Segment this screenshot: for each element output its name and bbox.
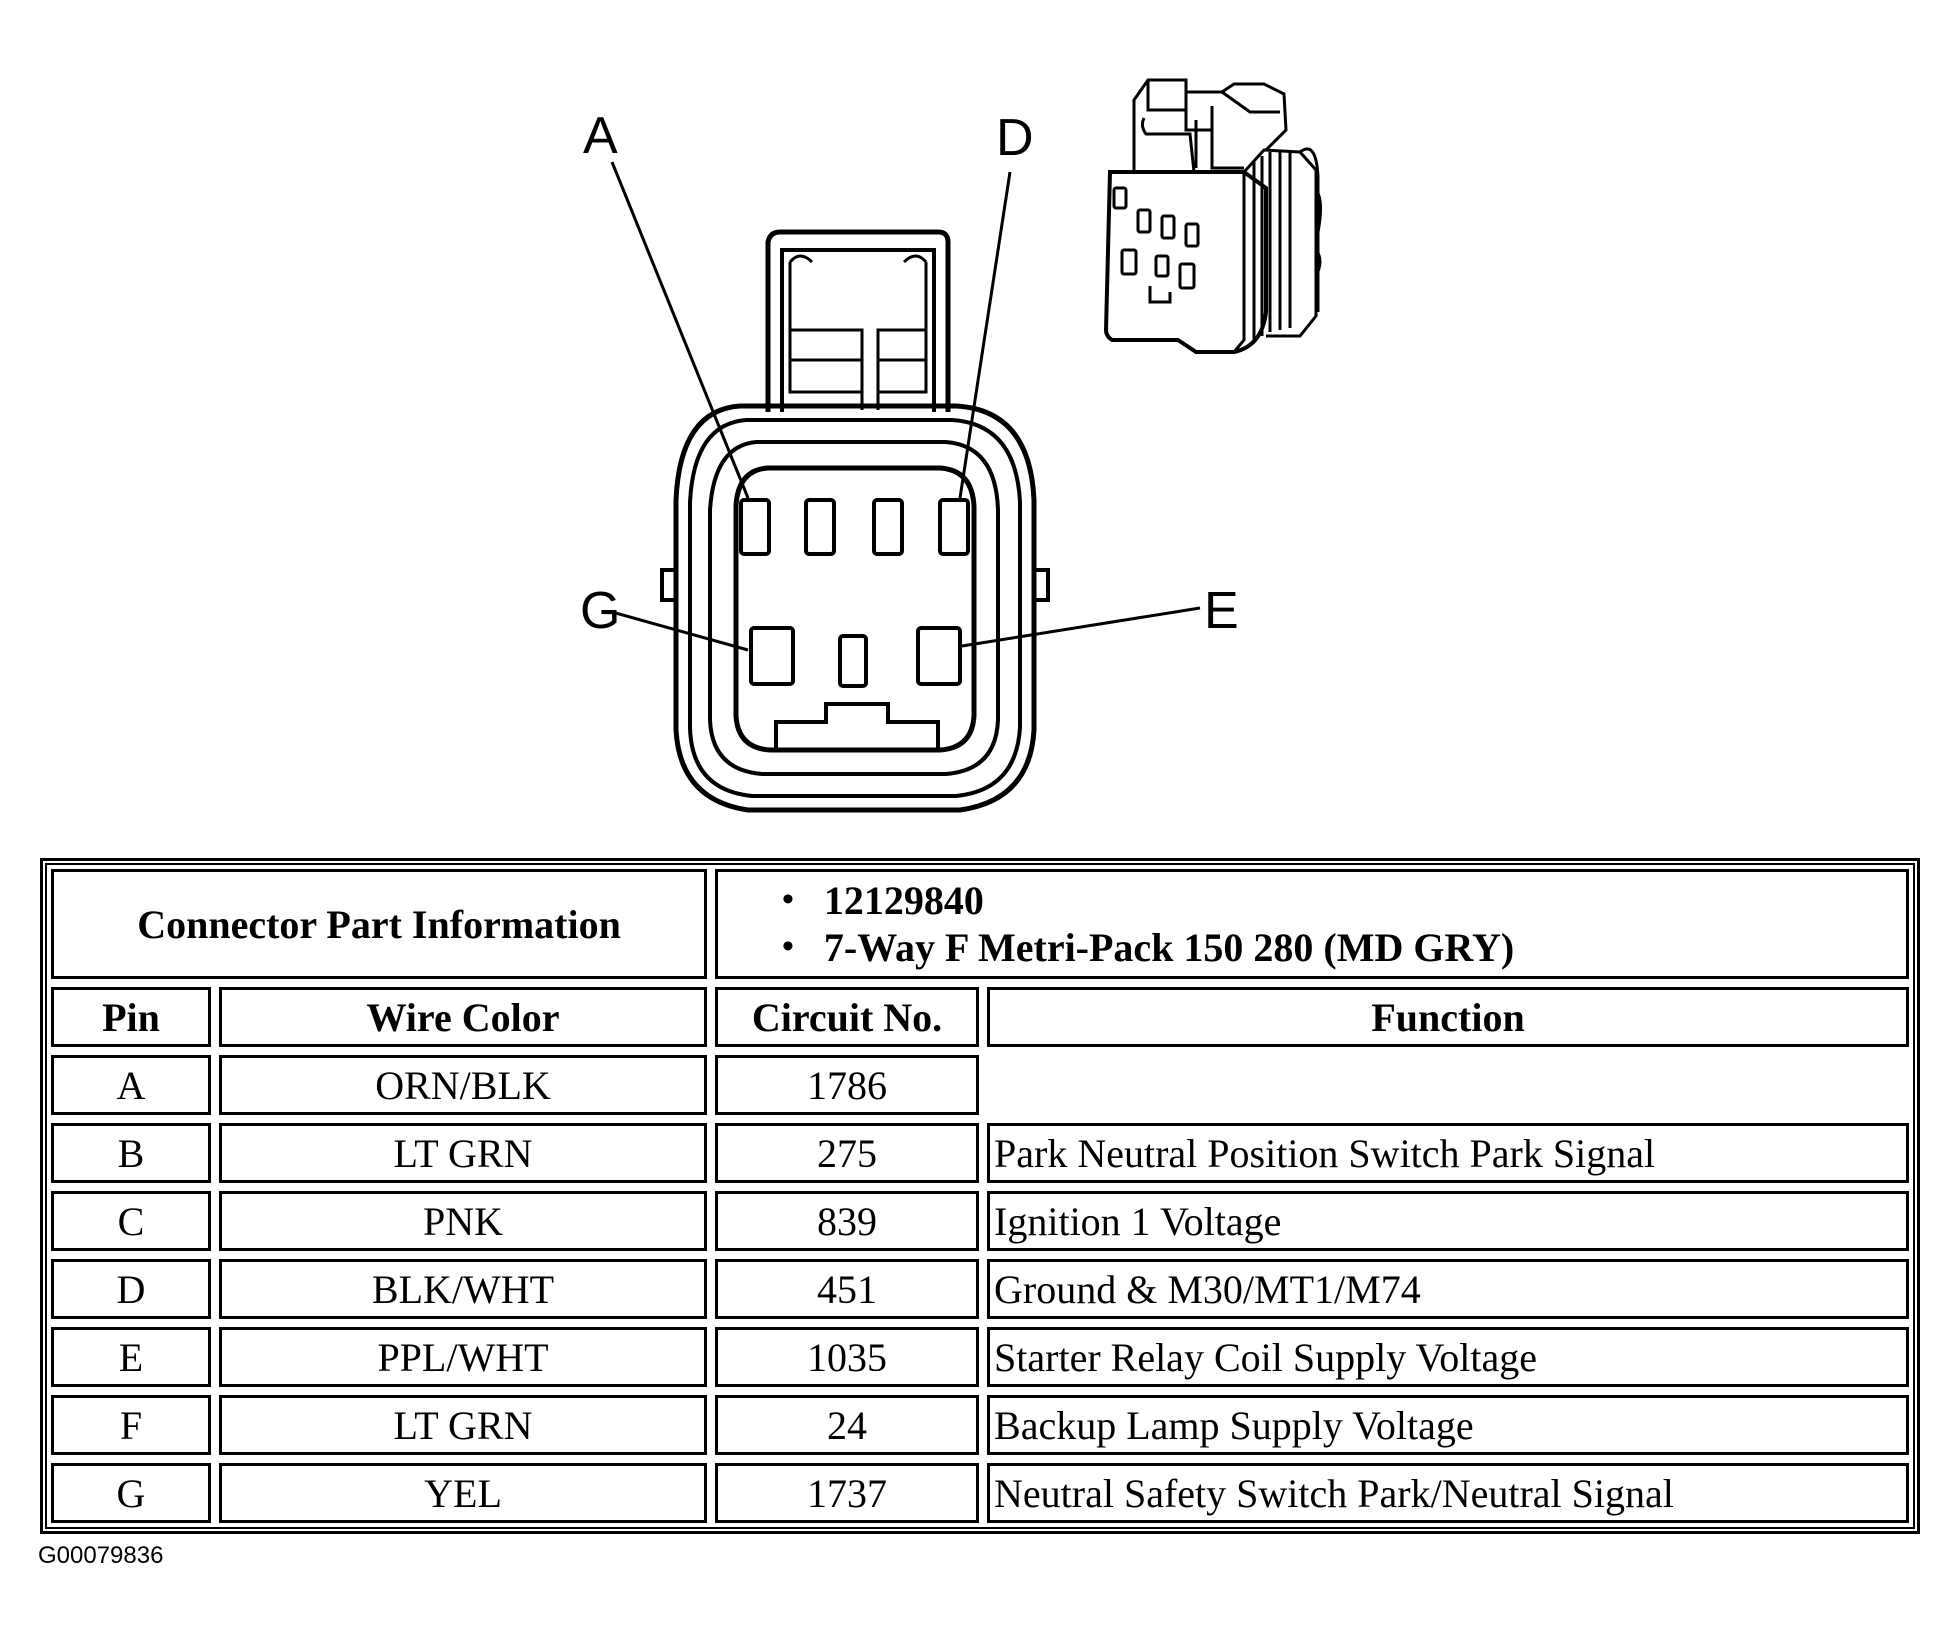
function-cell: Backup Lamp Supply Voltage <box>987 1395 1909 1455</box>
wire-color-cell: ORN/BLK <box>219 1055 708 1115</box>
figure-id: G00079836 <box>38 1542 164 1569</box>
table-row: D BLK/WHT 451 Ground & M30/MT1/M74 <box>51 1259 1909 1319</box>
header-circuit: Circuit No. <box>715 987 980 1047</box>
pin-cell: C <box>51 1191 211 1251</box>
part-info-row: Connector Part Information 12129840 7-Wa… <box>51 869 1909 979</box>
pin-label-e: E <box>1204 582 1239 640</box>
connector-isometric-view <box>1103 78 1323 354</box>
function-cell: Ignition 1 Voltage <box>987 1191 1909 1251</box>
part-info-list: 12129840 7-Way F Metri-Pack 150 280 (MD … <box>715 869 1909 979</box>
table-row: E PPL/WHT 1035 Starter Relay Coil Supply… <box>51 1327 1909 1387</box>
function-cell <box>987 1055 1909 1115</box>
wire-color-cell: PPL/WHT <box>219 1327 708 1387</box>
wire-color-cell: PNK <box>219 1191 708 1251</box>
pin-cell: E <box>51 1327 211 1387</box>
header-pin: Pin <box>51 987 211 1047</box>
pin-cell: G <box>51 1463 211 1523</box>
circuit-cell: 24 <box>715 1395 980 1455</box>
connector-face <box>660 229 1050 813</box>
function-cell: Park Neutral Position Switch Park Signal <box>987 1123 1909 1183</box>
part-description: 7-Way F Metri-Pack 150 280 (MD GRY) <box>782 924 1906 971</box>
column-header-row: Pin Wire Color Circuit No. Function <box>51 987 1909 1047</box>
leader-lines <box>610 161 1201 652</box>
table-row: A ORN/BLK 1786 <box>51 1055 1909 1115</box>
circuit-cell: 1035 <box>715 1327 980 1387</box>
connector-diagram: A D G E <box>580 78 1323 813</box>
table-row: C PNK 839 Ignition 1 Voltage <box>51 1191 1909 1251</box>
pin-label-a: A <box>583 107 618 165</box>
pin-cell: A <box>51 1055 211 1115</box>
circuit-cell: 1786 <box>715 1055 980 1115</box>
pin-cell: F <box>51 1395 211 1455</box>
table-row: B LT GRN 275 Park Neutral Position Switc… <box>51 1123 1909 1183</box>
function-cell: Ground & M30/MT1/M74 <box>987 1259 1909 1319</box>
part-number: 12129840 <box>782 877 1906 924</box>
circuit-cell: 839 <box>715 1191 980 1251</box>
pin-cell: D <box>51 1259 211 1319</box>
header-wire-color: Wire Color <box>219 987 708 1047</box>
pin-label-d: D <box>996 109 1034 167</box>
wire-color-cell: LT GRN <box>219 1395 708 1455</box>
pin-label-g: G <box>580 582 620 640</box>
header-function: Function <box>987 987 1909 1047</box>
table-row: G YEL 1737 Neutral Safety Switch Park/Ne… <box>51 1463 1909 1523</box>
wire-color-cell: BLK/WHT <box>219 1259 708 1319</box>
circuit-cell: 275 <box>715 1123 980 1183</box>
part-info-label: Connector Part Information <box>51 869 708 979</box>
wire-color-cell: YEL <box>219 1463 708 1523</box>
function-cell: Neutral Safety Switch Park/Neutral Signa… <box>987 1463 1909 1523</box>
table-row: F LT GRN 24 Backup Lamp Supply Voltage <box>51 1395 1909 1455</box>
circuit-cell: 1737 <box>715 1463 980 1523</box>
circuit-cell: 451 <box>715 1259 980 1319</box>
connector-pinout-table: Connector Part Information 12129840 7-Wa… <box>40 858 1920 1534</box>
pin-cell: B <box>51 1123 211 1183</box>
wire-color-cell: LT GRN <box>219 1123 708 1183</box>
function-cell: Starter Relay Coil Supply Voltage <box>987 1327 1909 1387</box>
